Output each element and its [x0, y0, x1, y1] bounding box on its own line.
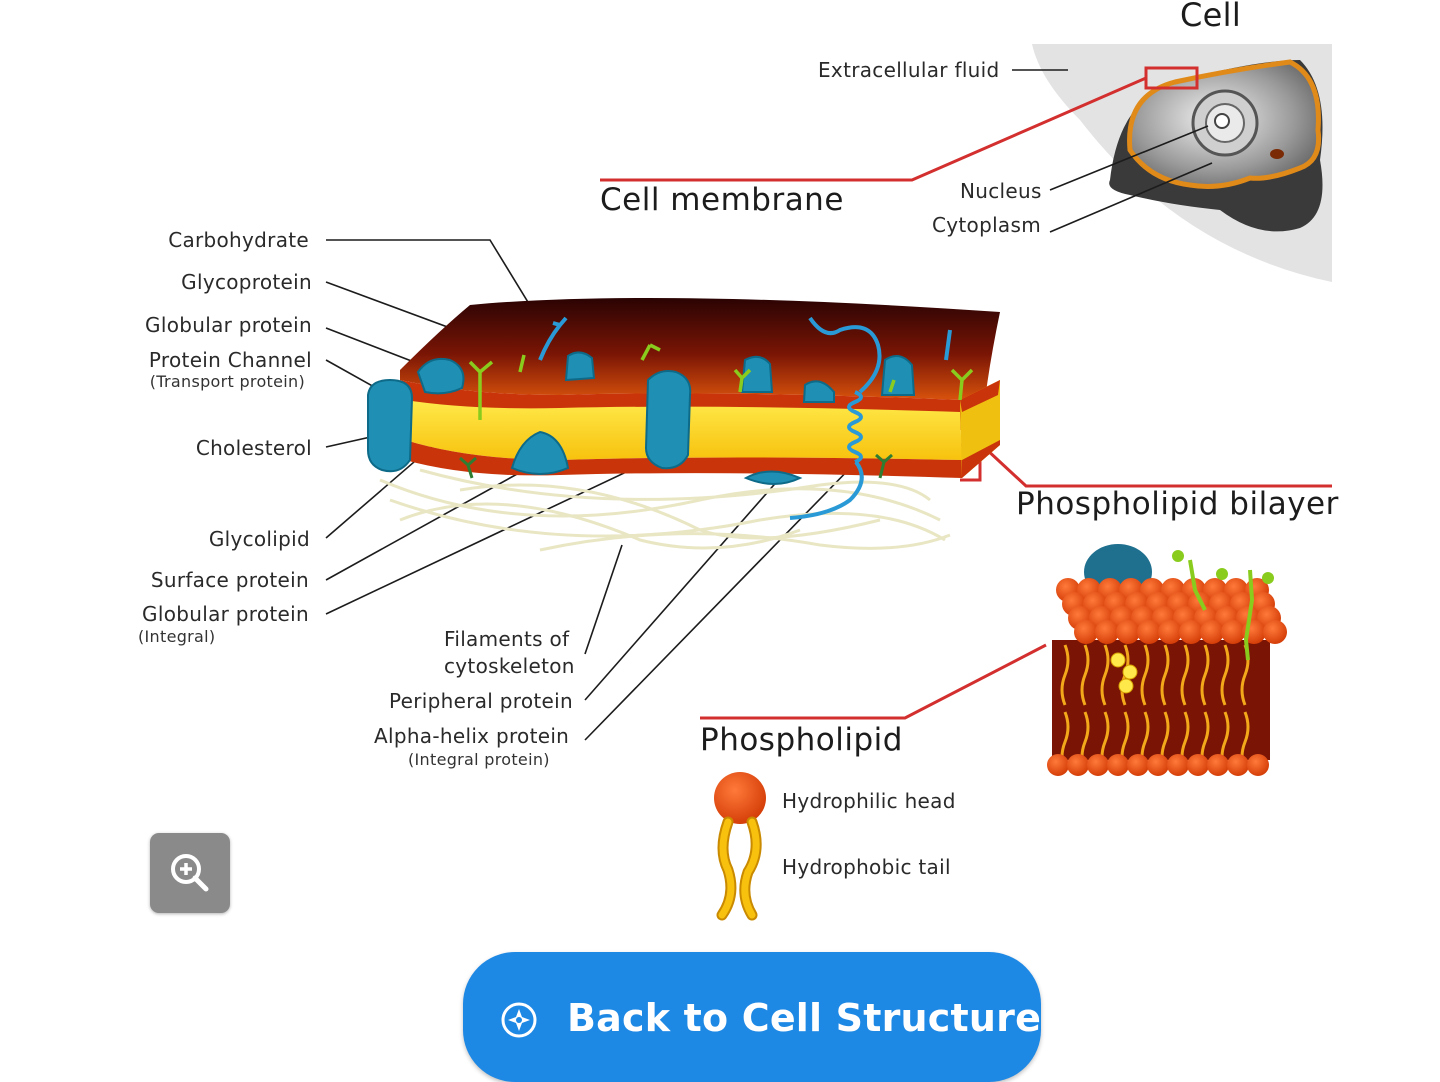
lipid-head [1147, 754, 1169, 776]
peripheral-protein-label: Peripheral protein [389, 689, 573, 713]
cytoskeleton-filaments [379, 468, 951, 552]
zoom-in-icon [171, 854, 209, 892]
filaments-label-line2: cytoskeleton [444, 654, 575, 678]
compass-icon [501, 1002, 537, 1038]
glycolipid-label: Glycolipid [208, 527, 310, 551]
lipid-head [1107, 754, 1129, 776]
glycoprotein-label: Glycoprotein [181, 270, 312, 294]
integral-protein-sublabel: (Integral protein) [408, 750, 550, 769]
glycolipid-marks [459, 453, 893, 479]
lipid-head [1227, 754, 1249, 776]
lipid-head [1158, 620, 1182, 644]
phospholipid-label: Phospholipid [700, 722, 903, 758]
lipid-head [1137, 620, 1161, 644]
lipid-head [1200, 620, 1224, 644]
cell-inset [1032, 44, 1332, 282]
globular-protein-label: Globular protein [145, 313, 312, 337]
alpha-helix-label: Alpha-helix protein [374, 724, 570, 748]
lipid-head [1247, 754, 1269, 776]
lipid-head [1263, 620, 1287, 644]
cell-membrane-label: Cell membrane [600, 182, 844, 218]
lipid-head [1127, 754, 1149, 776]
carbohydrate-chains [468, 343, 974, 420]
lipid-head [1179, 620, 1203, 644]
cholesterol-label: Cholesterol [195, 436, 312, 460]
lipid-head [1047, 754, 1069, 776]
lipid-head [1074, 620, 1098, 644]
protein-channel-label: Protein Channel [148, 348, 312, 372]
transport-protein-sublabel: (Transport protein) [149, 372, 305, 391]
phospholipid-legend [714, 772, 766, 921]
nucleus-label: Nucleus [960, 179, 1042, 203]
zoom-button[interactable] [150, 833, 230, 913]
diagram-stage: Cell Extracellular fluid Cell membrane N… [138, 0, 1339, 1082]
cell-title: Cell [1180, 0, 1242, 34]
filaments-label-line1: Filaments of [444, 627, 570, 651]
lipid-head [1221, 620, 1245, 644]
lipid-head [1207, 754, 1229, 776]
back-to-cell-structure-button[interactable]: Back to Cell Structure [463, 952, 1041, 1082]
cytoplasm-label: Cytoplasm [932, 213, 1041, 237]
bilayer-cube [1047, 544, 1287, 776]
extracellular-fluid-label: Extracellular fluid [818, 58, 1000, 82]
hydrophilic-head-label: Hydrophilic head [782, 789, 956, 813]
phospholipid-bilayer-label: Phospholipid bilayer [1016, 486, 1339, 522]
cell-membrane-diagram [325, 44, 1332, 921]
membrane-proteins [367, 351, 916, 485]
alpha-helix-chain [538, 316, 952, 520]
lipid-head [1116, 620, 1140, 644]
lipid-head [1187, 754, 1209, 776]
back-button-label: Back to Cell Structure [567, 996, 1042, 1040]
globular-protein-integral-label: Globular protein [142, 602, 309, 626]
lipid-head [1167, 754, 1189, 776]
carbohydrate-label: Carbohydrate [168, 228, 309, 252]
lipid-head [1067, 754, 1089, 776]
lipid-head [1087, 754, 1109, 776]
hydrophobic-tail-label: Hydrophobic tail [782, 855, 951, 879]
surface-protein-label: Surface protein [150, 568, 309, 592]
lipid-head [1095, 620, 1119, 644]
integral-sublabel: (Integral) [138, 627, 216, 646]
